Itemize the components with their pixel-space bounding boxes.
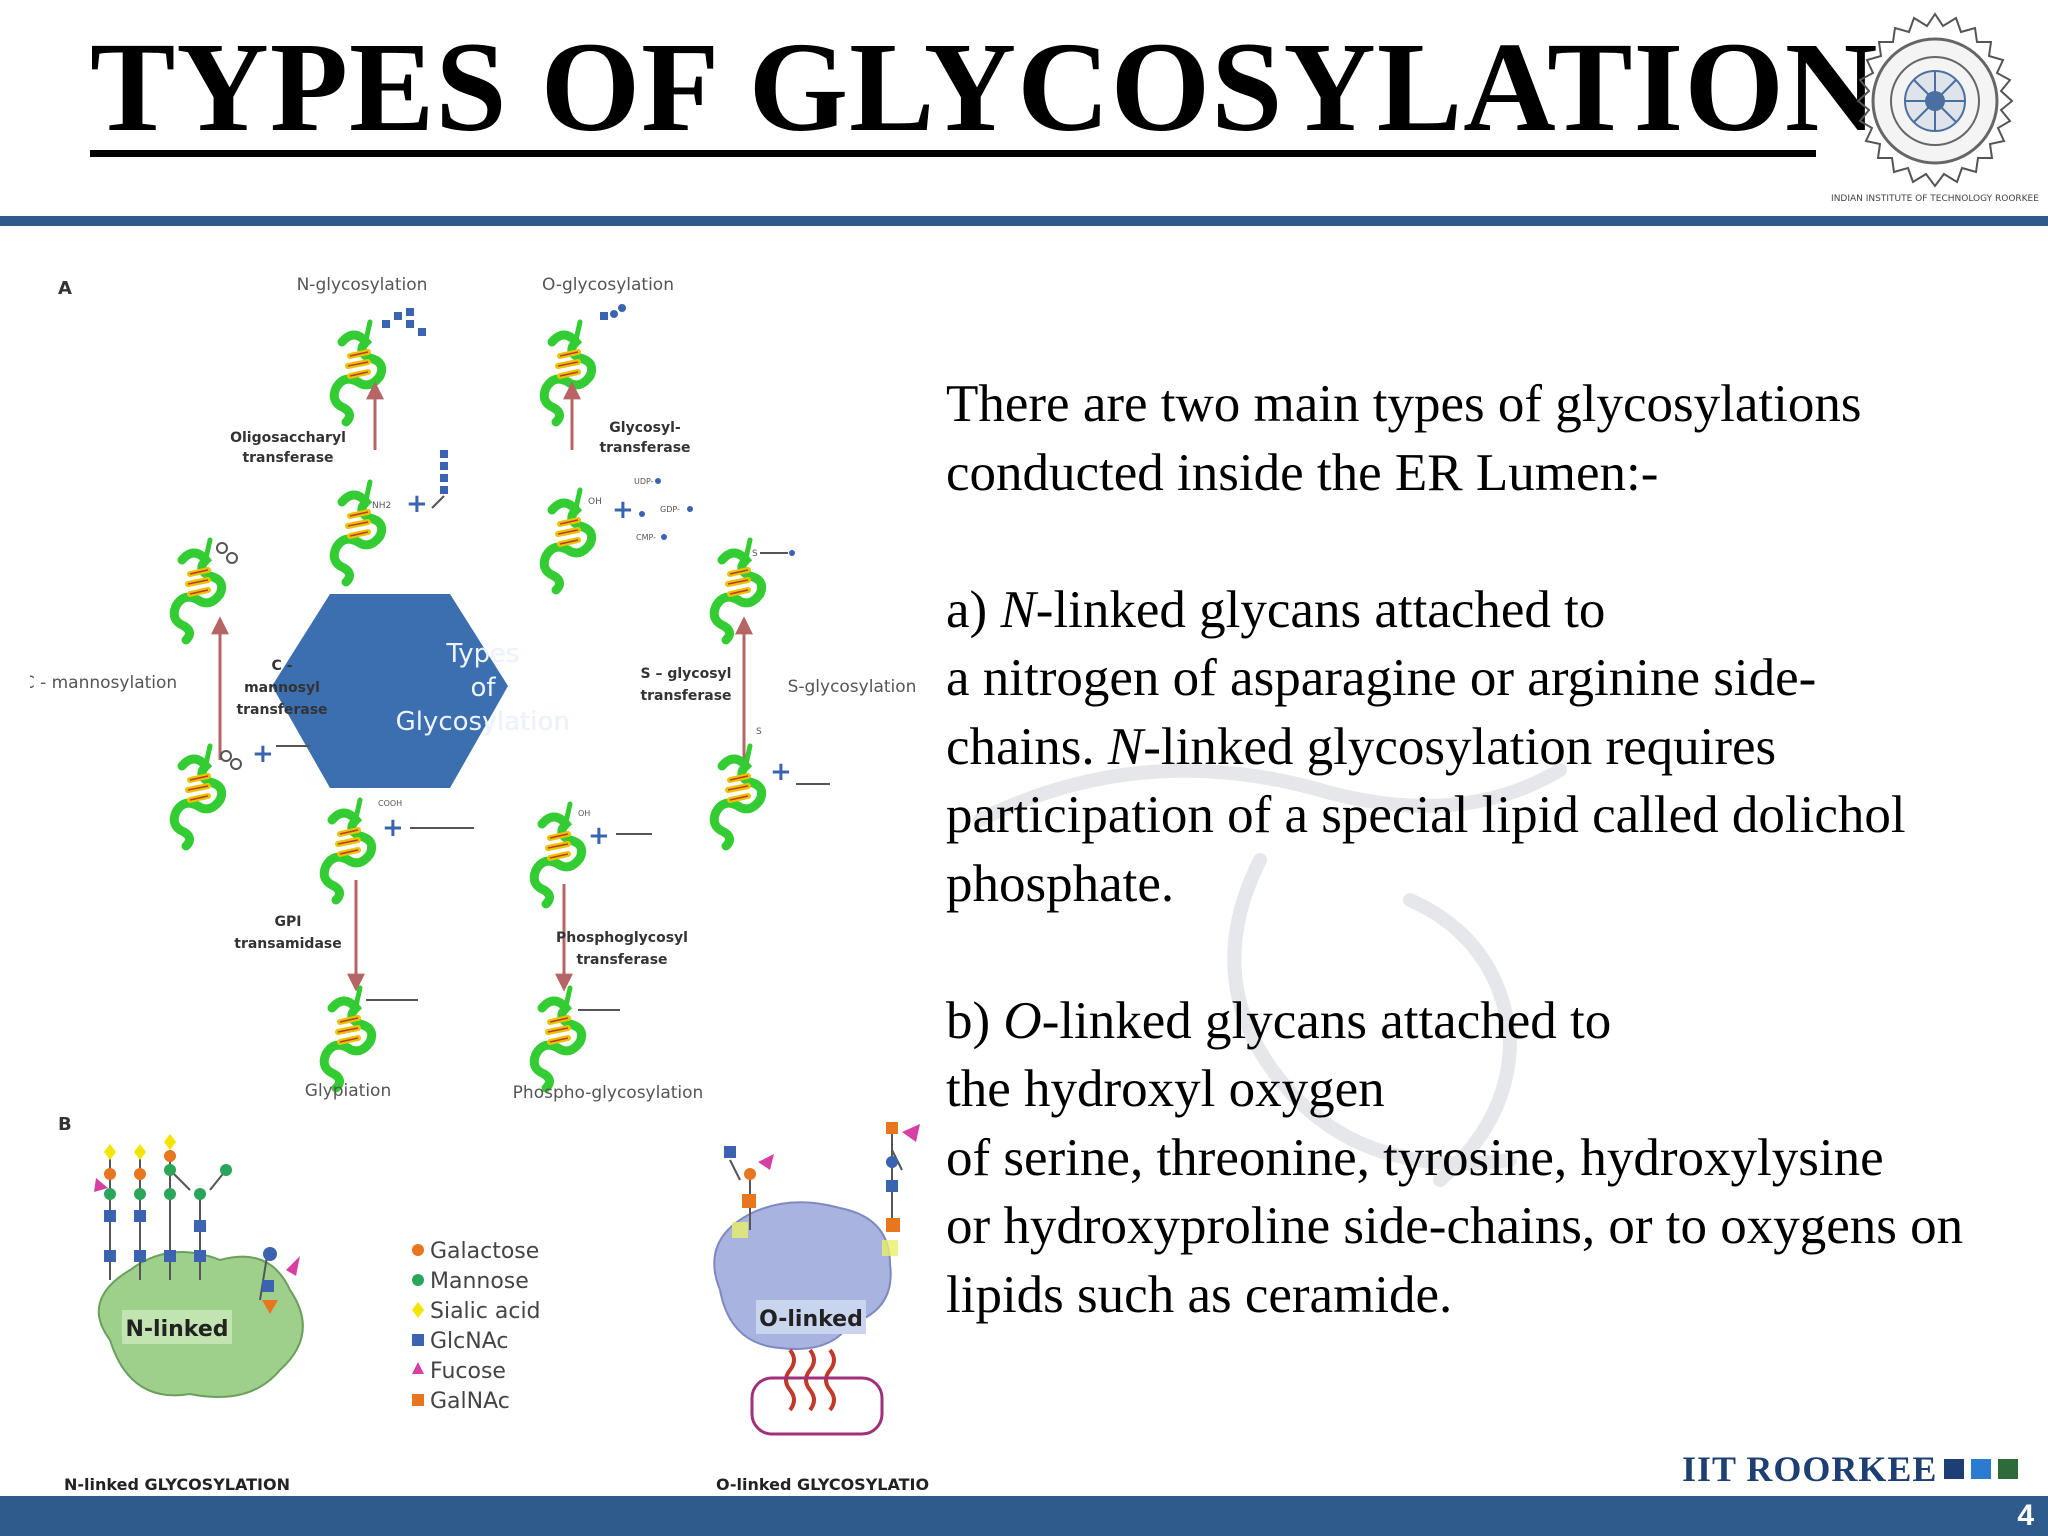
svg-text:CMP-: CMP-	[636, 533, 656, 542]
svg-text:+: +	[252, 739, 274, 769]
glycosylation-figure: A B Types of Glycosylation Types of Glyc…	[30, 250, 930, 1500]
panel-a-label: A	[58, 278, 72, 299]
panel-b-label: B	[58, 1114, 72, 1135]
svg-text:S: S	[756, 727, 762, 737]
legend-galnac: GalNAc	[430, 1389, 510, 1414]
enzyme-gpi-line1: GPI	[275, 914, 302, 930]
svg-text:OH: OH	[578, 809, 590, 818]
enzyme-phospho-line2: transferase	[576, 952, 667, 968]
n-linked-line-5: phosphate.	[946, 854, 1175, 913]
svg-text:+: +	[588, 821, 610, 851]
page-number: 4	[2017, 1499, 2034, 1532]
top-rule	[0, 216, 2048, 226]
seal-text: INDIAN INSTITUTE OF TECHNOLOGY ROORKEE	[1831, 194, 2039, 204]
footer-brand: IIT ROORKEE	[1682, 1448, 2019, 1490]
svg-text:GDP-: GDP-	[660, 505, 680, 514]
legend-glcnac: GlcNAc	[430, 1329, 508, 1354]
o-linked-line-5: lipids such as ceramide.	[946, 1265, 1453, 1324]
enzyme-o-line1: Glycosyl-	[609, 420, 681, 436]
svg-text:+: +	[770, 757, 792, 787]
legend-fucose: Fucose	[430, 1359, 506, 1384]
svg-text:Glycosylation: Glycosylation	[396, 707, 571, 737]
enzyme-c-line1: C -	[272, 658, 293, 674]
svg-text:S: S	[752, 549, 758, 559]
n-linked-line-2: a nitrogen of asparagine or arginine sid…	[946, 649, 1817, 707]
label-glypiation: Glypiation	[305, 1081, 391, 1101]
enzyme-phospho-line1: Phosphoglycosyl	[556, 930, 688, 946]
watermark-icon	[960, 740, 1720, 1210]
o-linked-label: O-linked	[759, 1307, 863, 1332]
o-linked-caption: O-linked GLYCOSYLATION	[716, 1475, 930, 1494]
o-linked-line-2: the hydroxyl oxygen	[946, 1060, 1385, 1118]
enzyme-s-line2: transferase	[640, 688, 731, 704]
bottom-bar	[0, 1496, 2048, 1536]
label-c-mannosylation: C - mannosylation	[30, 673, 177, 693]
svg-text:UDP-: UDP-	[634, 477, 654, 486]
intro-line-2: conducted inside the ER Lumen:-	[946, 443, 1659, 502]
o-linked-line-3: of serine, threonine, tyrosine, hydroxyl…	[946, 1128, 1884, 1187]
svg-text:COOH: COOH	[378, 799, 402, 808]
svg-text:+: +	[382, 813, 404, 843]
svg-text:of: of	[470, 673, 496, 703]
n-linked-line-3: chains. N-linked glycosylation requires	[946, 717, 1777, 776]
enzyme-c-line2: mannosyl	[244, 680, 320, 696]
enzyme-s-line1: S – glycosyl	[641, 666, 732, 682]
iit-roorkee-seal-icon: INDIAN INSTITUTE OF TECHNOLOGY ROORKEE	[1830, 6, 2040, 216]
label-phospho-glycosylation: Phospho-glycosylation	[513, 1083, 704, 1103]
svg-text:NH2: NH2	[372, 501, 391, 511]
n-linked-label: N-linked	[126, 1317, 229, 1342]
enzyme-o-line2: transferase	[599, 440, 690, 456]
title-underline	[90, 150, 1816, 157]
n-linked-line-4: participation of a special lipid called …	[946, 786, 1906, 844]
o-linked-line-4: or hydroxyproline side-chains, or to oxy…	[946, 1197, 1964, 1255]
svg-text:+: +	[612, 495, 634, 525]
slide-title: TYPES OF GLYCOSYLATION	[90, 16, 1879, 158]
body-text: There are two main types of glycosylatio…	[946, 370, 2036, 1329]
svg-text:+: +	[406, 489, 428, 519]
legend-mannose: Mannose	[430, 1269, 529, 1294]
legend-sialic-acid: Sialic acid	[430, 1299, 541, 1324]
glycan-legend: Galactose Mannose Sialic acid GlcNAc Fuc…	[412, 1239, 541, 1414]
enzyme-n-line2: transferase	[242, 450, 333, 466]
svg-text:Types: Types	[445, 639, 519, 669]
o-linked-line-1: b) O-linked glycans attached to	[946, 991, 1612, 1050]
n-linked-line-1: a) N-linked glycans attached to	[946, 580, 1606, 639]
n-linked-caption: N-linked GLYCOSYLATION	[64, 1475, 290, 1494]
enzyme-gpi-line2: transamidase	[234, 936, 341, 952]
label-s-glycosylation: S-glycosylation	[788, 677, 917, 697]
enzyme-n-line1: Oligosaccharyl	[230, 430, 346, 446]
enzyme-c-line3: transferase	[236, 702, 327, 718]
legend-galactose: Galactose	[430, 1239, 539, 1264]
label-o-glycosylation: O-glycosylation	[542, 275, 674, 295]
intro-line-1: There are two main types of glycosylatio…	[946, 375, 1862, 433]
label-n-glycosylation: N-glycosylation	[297, 275, 428, 295]
svg-text:OH: OH	[588, 497, 602, 507]
